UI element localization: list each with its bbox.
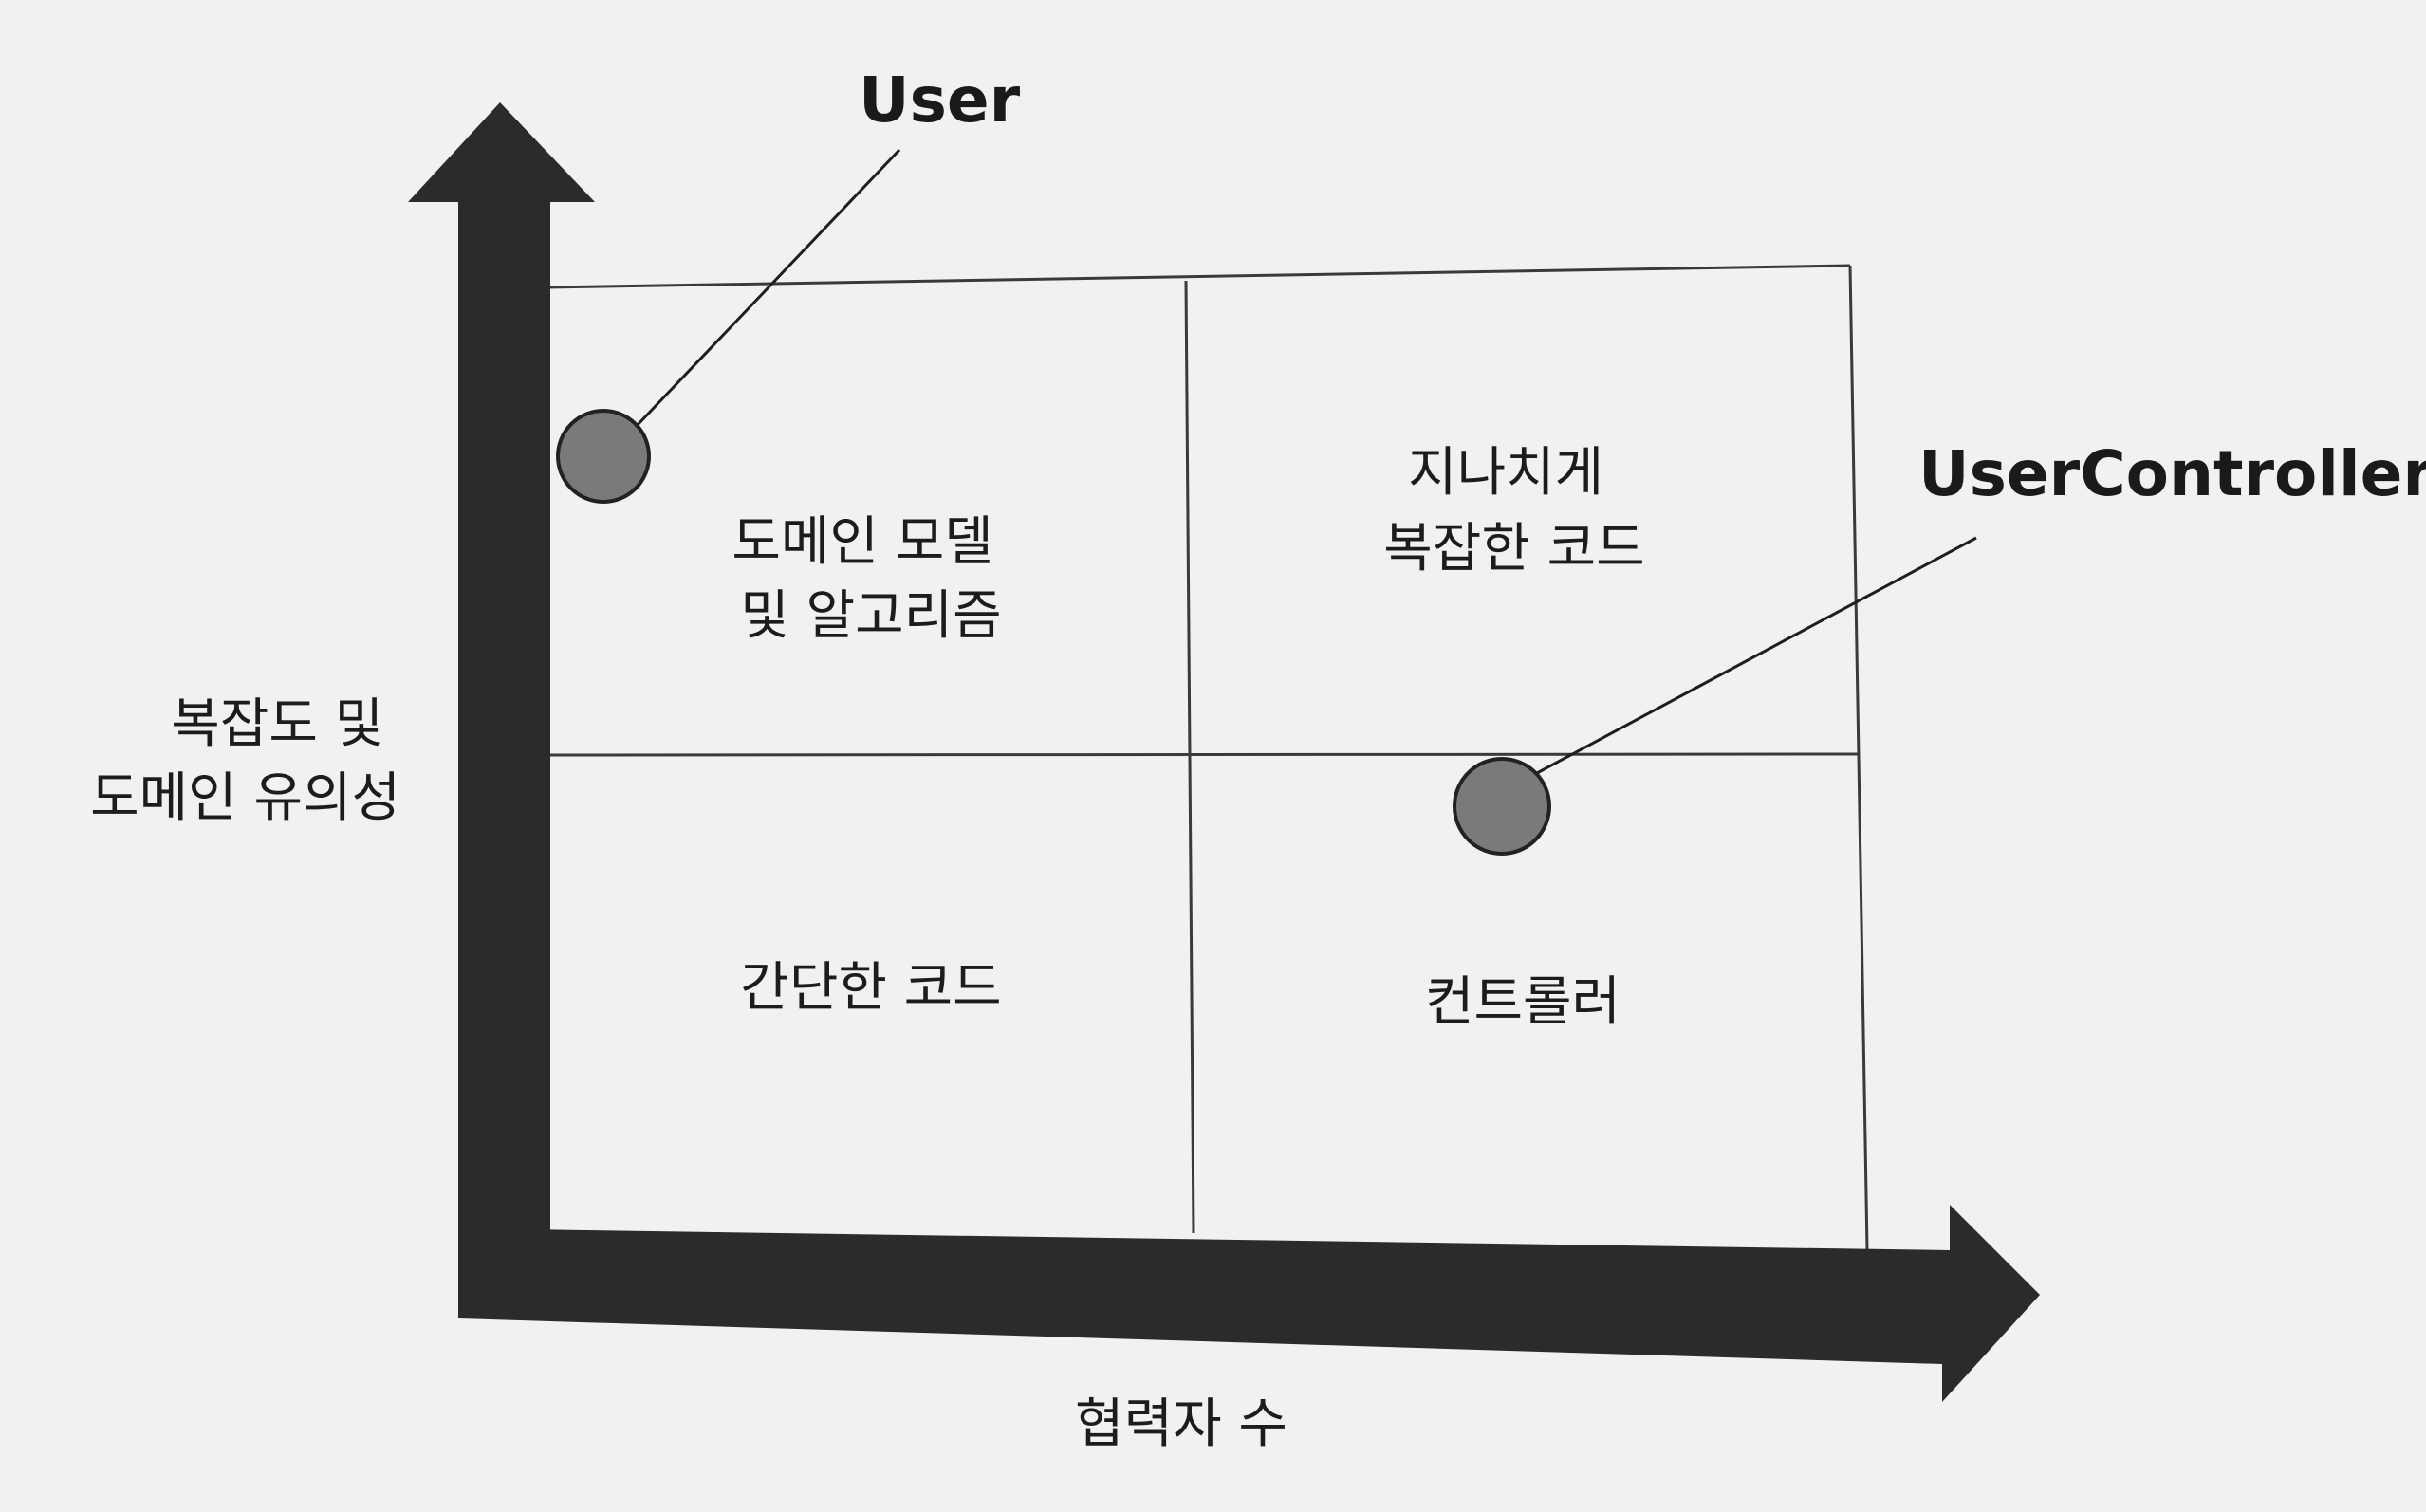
grid-horizontal-divider	[545, 752, 1861, 757]
usercontroller-marker: UserController	[1453, 437, 2426, 856]
x-axis-label: 협력자 수	[1075, 1393, 1287, 1455]
user-leader-line	[634, 148, 901, 429]
quadrant-bottom-right-label: 컨트롤러	[1425, 971, 1620, 1033]
quadrant-bottom-left-label: 간단한 코드	[740, 957, 1001, 1019]
user-marker: User	[556, 64, 1021, 504]
y-axis-label: 복잡도 및 도메인 유의성	[90, 693, 400, 829]
grid-top-border	[545, 264, 1851, 289]
quadrant-top-right-label: 지나치게 복잡한 코드	[1383, 442, 1644, 580]
grid-vertical-divider	[1184, 280, 1195, 1234]
user-label: User	[859, 64, 1021, 137]
quadrant-top-left-label: 도메인 모델 및 알고리즘	[732, 511, 1009, 647]
x-axis-arrow	[458, 1205, 2040, 1402]
grid-right-border	[1848, 265, 1869, 1251]
usercontroller-label: UserController	[1918, 437, 2426, 510]
usercontroller-leader-line	[1536, 536, 1977, 775]
user-dot	[556, 409, 651, 504]
usercontroller-dot	[1453, 757, 1551, 856]
quadrant-grid	[545, 264, 1869, 1251]
y-axis-arrow	[408, 102, 595, 1318]
